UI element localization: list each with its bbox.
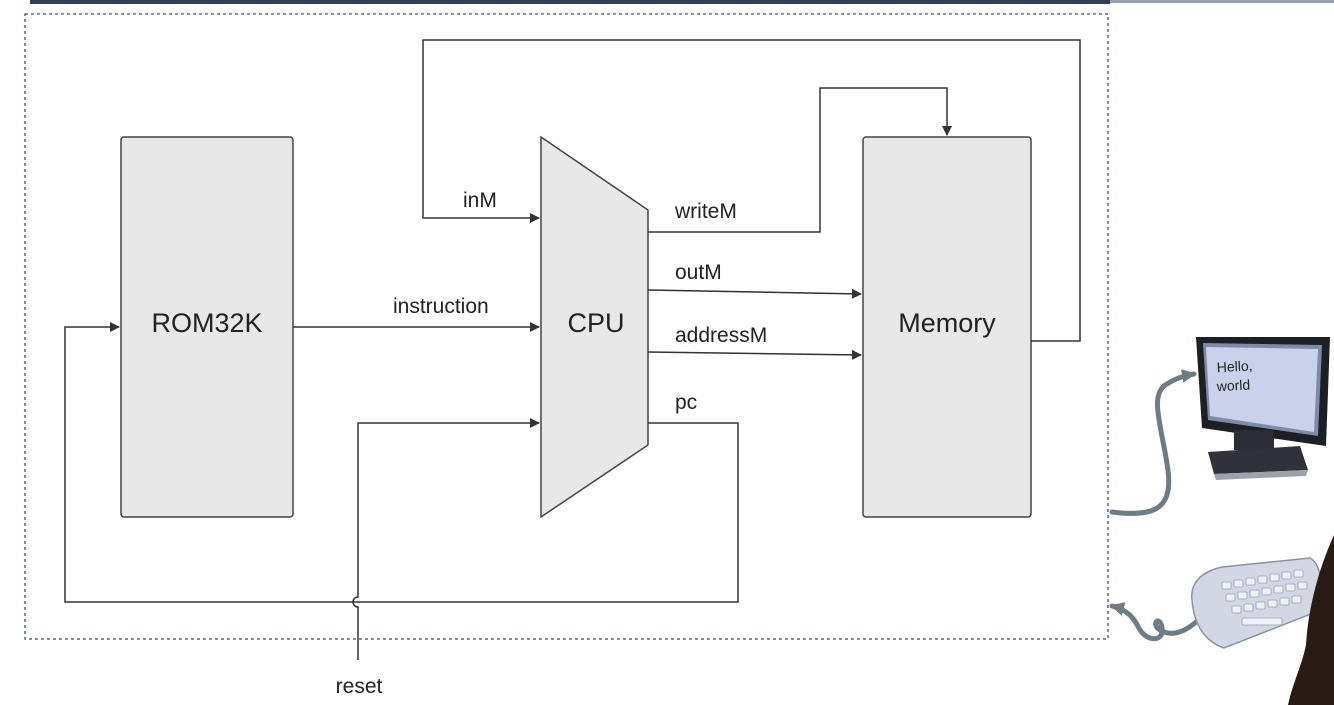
pc-wire (64, 322, 739, 603)
keyboard-icon (1191, 557, 1321, 649)
monitor-icon (1196, 337, 1330, 480)
computer-frame (24, 13, 1109, 640)
writeM-wire (648, 87, 952, 233)
inM-wire (422, 39, 1081, 342)
cpu-label: CPU (567, 308, 624, 338)
cpu-chip (540, 135, 649, 519)
rom32k-label: ROM32K (151, 308, 262, 338)
outM-wire (647, 288, 862, 299)
inM-label: inM (463, 189, 497, 212)
reset-label: reset (336, 675, 383, 698)
writeM-label: writeM (674, 200, 737, 223)
screen-text-line1: Hello, (1216, 357, 1253, 375)
pc-label: pc (675, 391, 697, 414)
instruction-label: instruction (393, 295, 489, 318)
memory-chip (862, 136, 1032, 518)
memory-label: Memory (898, 308, 996, 338)
keyboard-cable (1109, 602, 1199, 642)
addressM-wire (647, 349, 862, 360)
screen-text-line2: world (1215, 376, 1250, 394)
top-bar (30, 0, 1334, 4)
reset-wire (352, 418, 540, 660)
presenter-silhouette (1288, 535, 1334, 705)
addressM-label: addressM (675, 324, 767, 347)
screen-cable (1109, 369, 1197, 516)
outM-label: outM (675, 261, 722, 284)
